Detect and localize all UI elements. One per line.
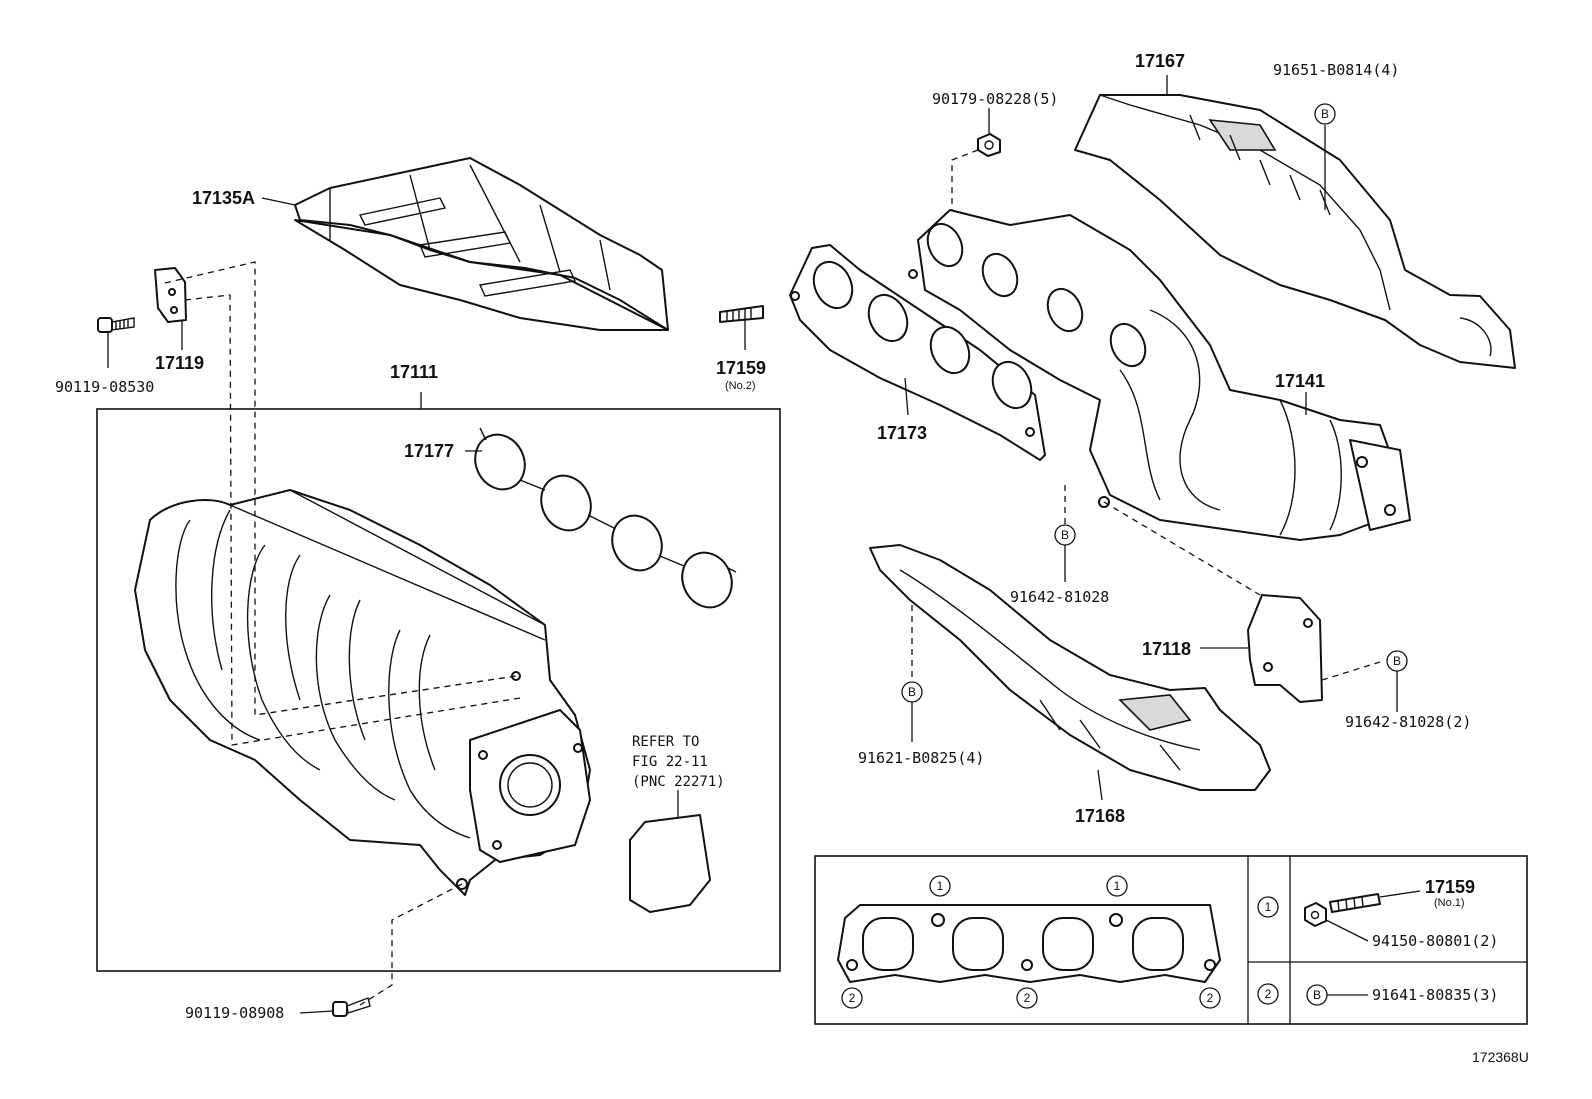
svg-text:1: 1 (1265, 900, 1272, 914)
lower-heat-insulator (869, 544, 1271, 791)
callout-2-c: 2 (1199, 987, 1221, 1009)
label-90119-08530: 90119-08530 (55, 378, 154, 396)
bolt-90119-08530 (97, 317, 135, 333)
exhaust-manifold-gasket (789, 244, 1046, 461)
label-91642-81028: 91642-81028 (1010, 588, 1109, 606)
callout-b-left: B (901, 681, 923, 703)
svg-text:1: 1 (1114, 879, 1121, 893)
label-17168: 17168 (1075, 806, 1125, 826)
svg-text:2: 2 (1265, 987, 1272, 1001)
refer-line-2: FIG 22-11 (632, 754, 708, 770)
callout-b-right: B (1386, 650, 1408, 672)
label-17111: 17111 (390, 362, 438, 382)
legend-callout-b: B (1306, 984, 1328, 1006)
bracket-17119 (154, 267, 187, 323)
intake-manifold-box (96, 408, 781, 972)
exhaust-manifold (917, 209, 1411, 541)
legend-callout-1: 1 (1257, 896, 1279, 918)
stud-17159-no2 (719, 305, 764, 323)
label-91651-b0814: 91651-B0814(4) (1273, 61, 1399, 79)
label-17141: 17141 (1275, 371, 1325, 391)
stud-17159-no1 (1329, 893, 1381, 913)
legend-table (814, 855, 1528, 1025)
callout-b-top: B (1314, 103, 1336, 125)
refer-line-1: REFER TO (632, 734, 699, 750)
svg-text:2: 2 (1024, 991, 1031, 1005)
nut-94150-80801 (1304, 902, 1327, 927)
label-17173: 17173 (877, 423, 927, 443)
gasket-layout-figure (837, 904, 1221, 983)
label-no1: (No.1) (1434, 897, 1465, 909)
svg-text:B: B (1061, 528, 1069, 542)
svg-text:B: B (1321, 107, 1329, 121)
label-no2: (No.2) (725, 380, 756, 392)
label-91641-80835: 91641-80835(3) (1372, 986, 1498, 1004)
callout-b-mid: B (1054, 524, 1076, 546)
legend-callout-2: 2 (1257, 983, 1279, 1005)
label-17159-no2: 17159 (716, 358, 766, 378)
label-17135a: 17135A (192, 188, 255, 208)
figure-id: 172368U (1472, 1049, 1529, 1065)
refer-line-3: (PNC 22271) (632, 774, 725, 790)
bracket-17118 (1247, 594, 1323, 703)
callout-1-b: 1 (1106, 875, 1128, 897)
label-17177: 17177 (404, 441, 454, 461)
callout-2-a: 2 (841, 987, 863, 1009)
svg-text:2: 2 (1207, 991, 1214, 1005)
intake-manifold-cover (294, 157, 669, 331)
label-17118: 17118 (1142, 639, 1191, 659)
callout-2-b: 2 (1016, 987, 1038, 1009)
intake-manifold-gasket (474, 427, 737, 609)
svg-text:2: 2 (849, 991, 856, 1005)
nut-90179-08228 (977, 133, 1001, 157)
label-90179-08228: 90179-08228(5) (932, 90, 1058, 108)
bolt-90119-08908 (332, 997, 371, 1017)
callout-1-a: 1 (929, 875, 951, 897)
label-90119-08908: 90119-08908 (185, 1004, 284, 1022)
svg-text:1: 1 (937, 879, 944, 893)
label-17119: 17119 (155, 353, 204, 373)
label-17167: 17167 (1135, 51, 1185, 71)
label-91642-81028-2: 91642-81028(2) (1345, 713, 1471, 731)
exhaust-manifold-heat-insulator (1074, 94, 1516, 369)
svg-text:B: B (1313, 988, 1321, 1002)
label-17159-no1: 17159 (1425, 877, 1475, 897)
label-94150-80801: 94150-80801(2) (1372, 932, 1498, 950)
throttle-body-gasket (629, 814, 711, 913)
svg-text:B: B (1393, 654, 1401, 668)
intake-manifold (134, 489, 591, 896)
label-91621-b0825: 91621-B0825(4) (858, 749, 984, 767)
svg-text:B: B (908, 685, 916, 699)
